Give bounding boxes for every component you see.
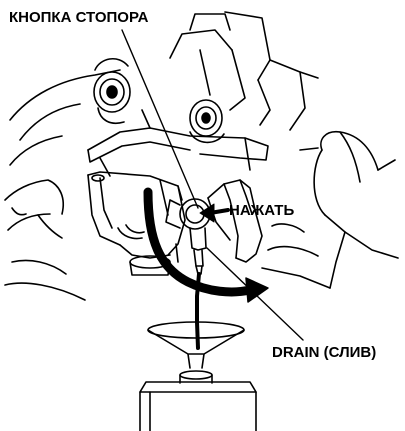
stop-button-label: КНОПКА СТОПОРА — [9, 10, 148, 25]
drain-label: DRAIN (СЛИВ) — [272, 345, 376, 360]
stop-lever — [208, 180, 262, 262]
engine-housing — [5, 70, 120, 300]
fuel-stream — [197, 274, 199, 348]
flange-plate — [88, 110, 268, 176]
upper-housing — [170, 12, 318, 130]
fuel-container — [140, 371, 256, 431]
left-bolt — [94, 59, 130, 123]
press-arrow — [200, 204, 228, 222]
press-label: НАЖАТЬ — [229, 203, 294, 218]
